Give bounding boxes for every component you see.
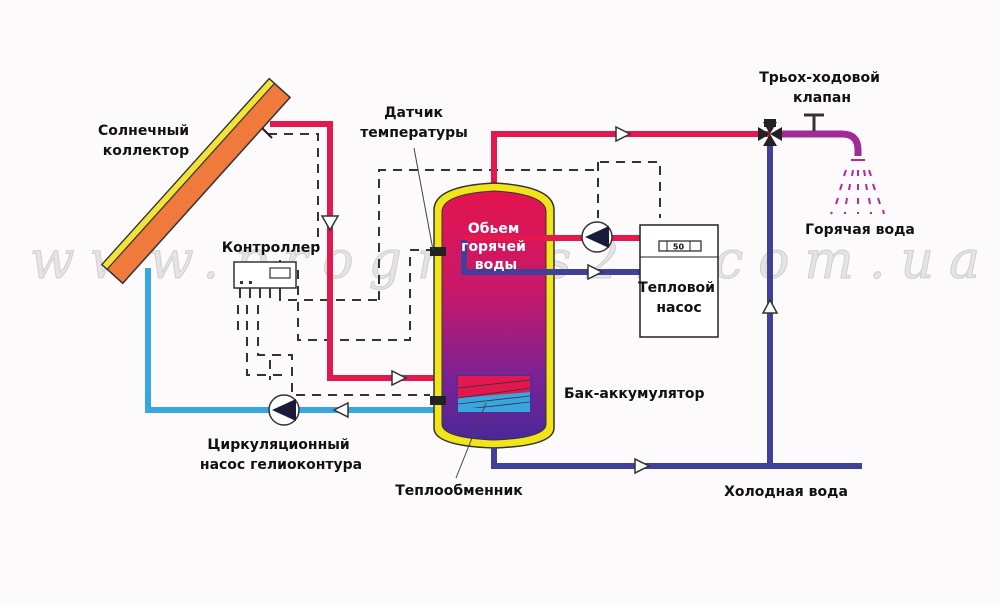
solar-return-pipe [145, 268, 456, 413]
heat-exchanger-coil [456, 374, 532, 412]
water-spray-icon [830, 159, 885, 215]
heat-pump-label: Тепловой насос [638, 280, 720, 316]
flow-arrow-right [587, 263, 604, 281]
hot-water-label: Горячая вода [805, 222, 915, 238]
controller-label: Контроллер [222, 240, 321, 256]
valve-handle-icon [804, 113, 824, 131]
cold-water-pipe [491, 448, 862, 469]
circulation-pump-icon [268, 394, 300, 426]
solar-collector-icon [100, 77, 292, 285]
tap-pipe [776, 130, 862, 156]
three-way-valve-icon [758, 119, 782, 146]
flow-arrow-right [615, 125, 632, 143]
flow-arrow-right [391, 369, 408, 387]
tank-bottom-sensor-icon [430, 396, 446, 405]
heat-pump-display: 50 [673, 243, 685, 252]
hot-water-volume-label: Обьем горячей воды [461, 221, 531, 273]
heat-pump-unit: 50 [639, 224, 719, 338]
heat-exchanger-label: Теплообменник [395, 483, 523, 499]
heat-exchanger-leader-line [455, 402, 487, 479]
storage-tank-label: Бак-аккумулятор [564, 386, 705, 402]
heat-pump-return-pipe [461, 240, 640, 275]
cold-water-label: Холодная вода [724, 484, 848, 500]
tank-top-sensor-icon [430, 247, 446, 256]
controller-icon [233, 261, 297, 298]
flow-arrow-up [761, 298, 779, 314]
flow-arrow-right [634, 457, 651, 475]
flow-arrow-left [332, 401, 349, 419]
circulation-pump-label: Циркуляционный насос гелиоконтура [200, 437, 362, 473]
three-way-valve-label: Трьох-ходовой клапан [759, 70, 885, 106]
solar-collector-label: Солнечный коллектор [98, 123, 194, 159]
sensor-leader-line [413, 147, 434, 251]
collector-sensor-icon [261, 127, 273, 139]
heat-pump-circulator-icon [581, 221, 613, 253]
hot-water-pipe [491, 131, 770, 196]
temperature-sensor-label: Датчик температуры [360, 105, 468, 141]
flow-arrow-down [320, 215, 340, 232]
